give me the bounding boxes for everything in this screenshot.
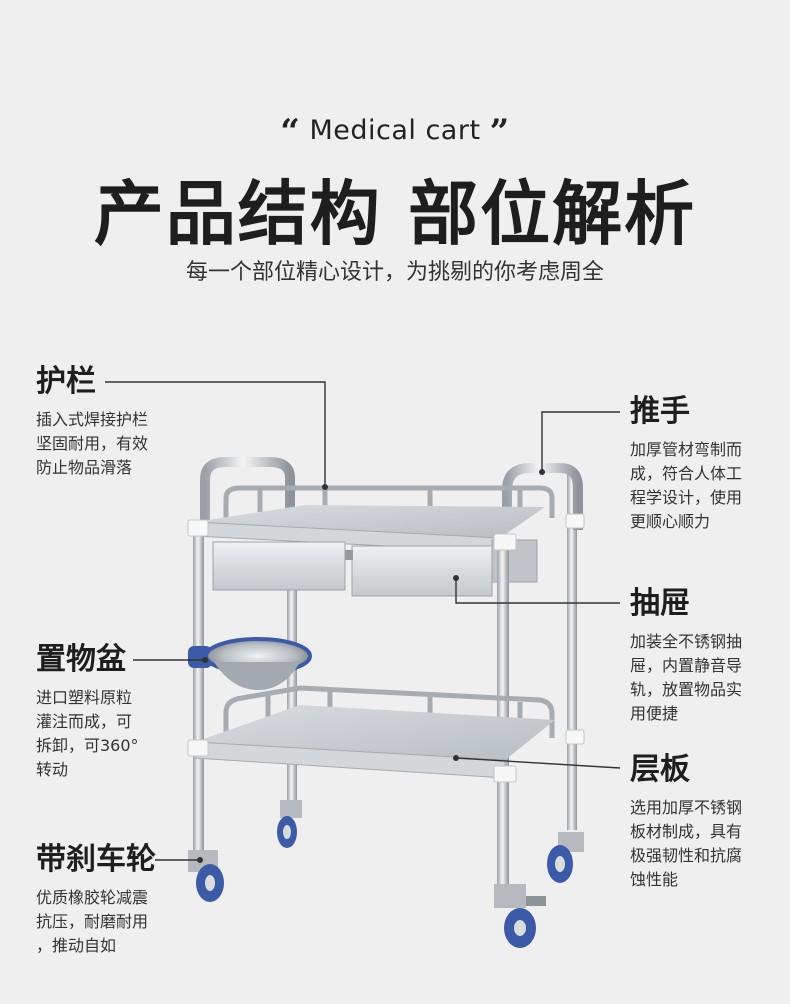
feature-push-handle: 推手 加厚管材弯制而 成，符合人体工 程学设计，使用 更顺心顺力 <box>630 394 742 534</box>
leader-dots <box>197 469 545 863</box>
drawers <box>212 539 538 597</box>
feature-title: 护栏 <box>36 364 96 399</box>
close-quote-icon: ” <box>489 112 510 152</box>
open-quote-icon: “ <box>280 112 301 152</box>
leader-lines <box>105 381 621 861</box>
front-poles <box>193 522 509 888</box>
bowl-holder <box>188 637 312 690</box>
top-shelf <box>195 505 545 538</box>
feature-desc: 优质橡胶轮减震 抗压，耐磨耐用 ，推动自如 <box>36 888 149 955</box>
feature-title: 置物盆 <box>36 642 126 677</box>
feature-title: 抽屉 <box>630 586 690 621</box>
feature-desc: 加装全不锈钢抽 屉，内置静音导 轨，放置物品实 用便捷 <box>630 632 743 723</box>
feature-desc: 插入式焊接护栏 坚固耐用，有效 防止物品滑落 <box>36 410 149 477</box>
push-handle <box>502 463 583 530</box>
bottom-shelf <box>195 705 555 760</box>
subtitle: 每一个部位精心设计，为挑剔的你考虑周全 <box>185 260 604 285</box>
english-title-text: Medical cart <box>309 115 481 146</box>
chinese-title: 产品结构 部位解析 <box>93 173 697 255</box>
feature-shelf: 层板 选用加厚不锈钢 板材制成，具有 极强韧性和抗腐 蚀性能 <box>630 752 742 892</box>
wheels <box>188 800 584 948</box>
pole-clamps <box>187 513 585 783</box>
feature-desc: 进口塑料原粒 灌注而成，可 拆卸，可360° 转动 <box>36 688 139 779</box>
left-handle-frame <box>200 457 295 530</box>
feature-desc: 加厚管材弯制而 成，符合人体工 程学设计，使用 更顺心顺力 <box>630 440 743 531</box>
feature-bowl: 置物盆 进口塑料原粒 灌注而成，可 拆卸，可360° 转动 <box>36 642 139 782</box>
english-title: “ Medical cart ” <box>0 112 790 152</box>
bottom-guardrail <box>223 685 555 738</box>
feature-drawer: 抽屉 加装全不锈钢抽 屉，内置静音导 轨，放置物品实 用便捷 <box>630 586 742 726</box>
feature-desc: 选用加厚不锈钢 板材制成，具有 极强韧性和抗腐 蚀性能 <box>630 798 743 889</box>
feature-title: 层板 <box>630 752 690 787</box>
feature-title: 带刹车轮 <box>36 842 156 877</box>
feature-guardrail: 护栏 插入式焊接护栏 坚固耐用，有效 防止物品滑落 <box>36 364 148 480</box>
feature-title: 推手 <box>630 394 690 429</box>
back-poles <box>287 470 577 830</box>
feature-brake-wheel: 带刹车轮 优质橡胶轮减震 抗压，耐磨耐用 ，推动自如 <box>36 842 156 958</box>
